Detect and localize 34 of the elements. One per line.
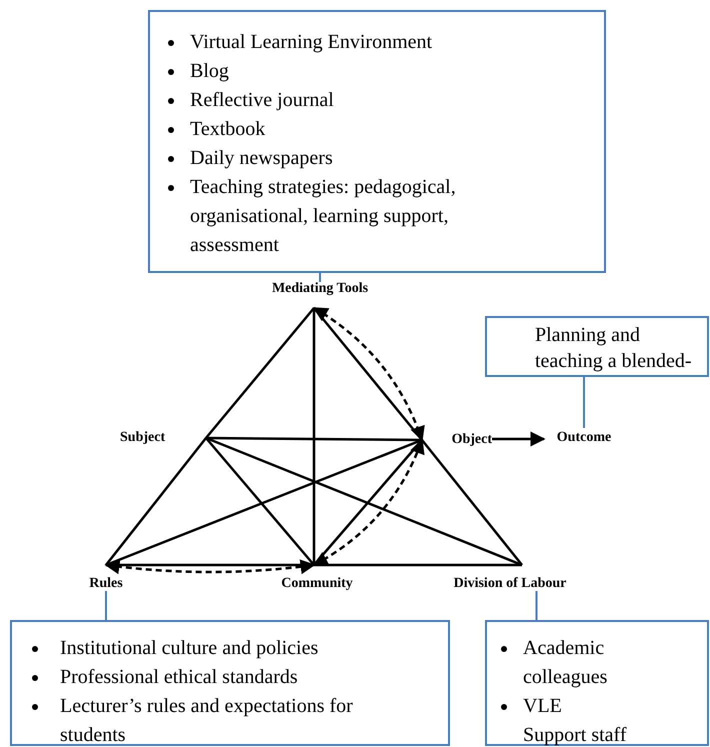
vertex-label: Division of Labour: [432, 565, 588, 591]
text-box: Planning and teaching a blended-: [485, 316, 709, 377]
list-item: Academic colleagues: [523, 636, 608, 690]
vertex-label: Community: [265, 565, 369, 591]
connector-line: [314, 564, 522, 566]
connector-line: [106, 438, 422, 566]
list-item: Professional ethical standards: [60, 665, 298, 690]
list-item: Teaching strategies: pedagogical, organisational, learning support, assessment: [190, 175, 457, 258]
connector-line: [206, 436, 422, 442]
list-item: Reflective journal: [190, 88, 334, 113]
list-item: Textbook: [190, 117, 266, 142]
list-item: Institutional culture and policies: [60, 636, 318, 661]
vertex-label: Object: [422, 430, 492, 450]
leader-line: [536, 591, 538, 620]
connector-line: [205, 437, 315, 566]
list-item: Lecturer’s rules and expectations for students: [60, 694, 354, 747]
vertex-label: Outcome: [544, 428, 624, 448]
arrow: [104, 559, 316, 574]
connector-line: [206, 436, 522, 566]
list-item: Virtual Learning Environment: [190, 30, 432, 55]
list-item: VLE Support staff: [523, 694, 627, 747]
vertex-label: Rules: [78, 565, 134, 591]
connector-line: [205, 307, 315, 439]
list-item: Blog: [190, 59, 229, 84]
connector-line: [312, 308, 316, 565]
list-item: Daily newspapers: [190, 146, 333, 171]
vertex-label: Subject: [120, 428, 206, 448]
leader-line: [105, 591, 107, 620]
vertex-label: Mediating Tools: [250, 282, 390, 308]
leader-line: [319, 273, 321, 282]
leader-line: [583, 377, 585, 428]
arrow: [492, 432, 546, 446]
connector-line: [421, 439, 523, 566]
connector-line: [105, 437, 207, 566]
